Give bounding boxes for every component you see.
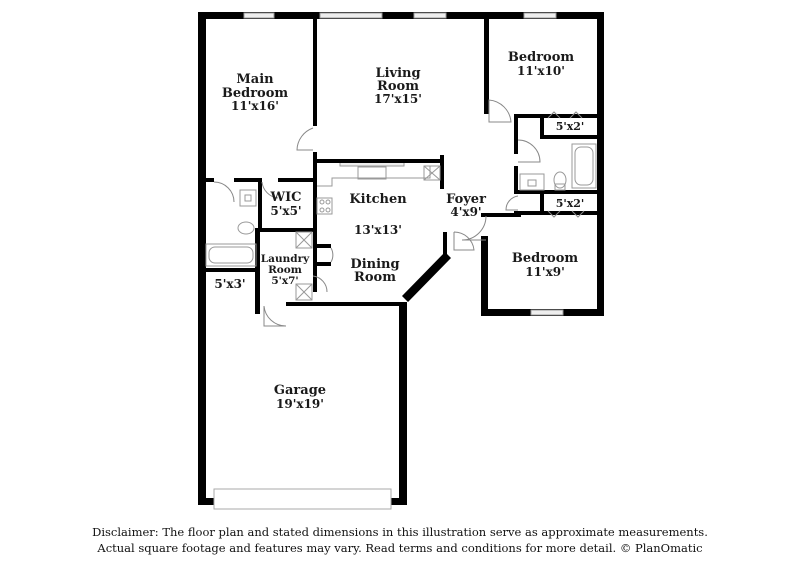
room-bedroom1-size: 11'x10' bbox=[517, 64, 565, 78]
disclaimer-line-2: Actual square footage and features may v… bbox=[97, 541, 703, 555]
room-bedroom2-label: Bedroom bbox=[512, 251, 579, 266]
room-main-bedroom-size: 11'x16' bbox=[231, 99, 279, 113]
room-kitchen-size: 13'x13' bbox=[354, 223, 402, 237]
room-foyer-size: 4'x9' bbox=[450, 205, 481, 219]
room-dining-label-2: Room bbox=[354, 270, 396, 285]
room-laundry-label: Laundry bbox=[261, 253, 310, 265]
room-garage-size: 19'x19' bbox=[276, 397, 324, 411]
disclaimer-line-1: Disclaimer: The floor plan and stated di… bbox=[92, 525, 708, 539]
room-garage-label: Garage bbox=[274, 383, 326, 398]
room-wic-size: 5'x5' bbox=[270, 204, 301, 218]
garage-door bbox=[213, 488, 392, 510]
room-main-bedroom-label: Main bbox=[236, 72, 274, 87]
disclaimer: Disclaimer: The floor plan and stated di… bbox=[0, 524, 800, 556]
room-closet1-size: 5'x2' bbox=[556, 120, 585, 133]
room-main-bedroom-label-2: Bedroom bbox=[222, 86, 289, 101]
room-living-label: Living bbox=[375, 66, 420, 81]
room-wic-label: WIC bbox=[269, 190, 301, 205]
windows bbox=[213, 12, 564, 510]
room-closet2-size: 5'x2' bbox=[556, 197, 585, 210]
room-labels: Main Bedroom 11'x16' Living Room 17'x15'… bbox=[214, 50, 584, 411]
fixtures bbox=[205, 143, 597, 301]
room-closet3-size: 5'x3' bbox=[214, 277, 245, 291]
room-kitchen-label: Kitchen bbox=[349, 192, 407, 207]
room-foyer-label: Foyer bbox=[446, 192, 486, 207]
room-bedroom1-label: Bedroom bbox=[508, 50, 575, 65]
room-laundry-label-2: Room bbox=[268, 264, 302, 276]
room-dining-label: Dining bbox=[350, 257, 399, 272]
interior-walls bbox=[206, 14, 604, 314]
room-living-label-2: Room bbox=[377, 79, 419, 94]
room-bedroom2-size: 11'x9' bbox=[525, 265, 565, 279]
room-living-size: 17'x15' bbox=[374, 92, 422, 106]
room-laundry-size: 5'x7' bbox=[271, 275, 298, 287]
doors bbox=[213, 99, 585, 327]
